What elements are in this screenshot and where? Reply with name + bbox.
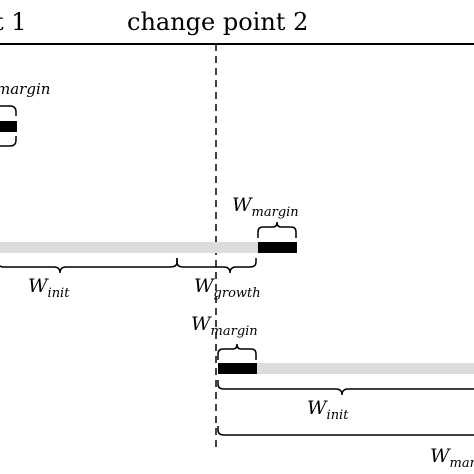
row3-outer-brace [217,426,474,436]
row2-growth-label: Wgrowth [194,275,261,301]
row1-margin-brace-bottom [0,136,17,147]
row2-margin-label: Wmargin [232,194,299,220]
row3-black-bar [218,363,257,374]
row2-grey-bar [0,242,258,253]
row1-black-bar [0,121,17,132]
change-point-2-label: change point 2 [127,8,308,36]
row2-init-brace [0,258,178,274]
row3-margin-brace [217,343,257,360]
row1-margin-label: margin [0,80,50,98]
row3-outer-label: Wmargin [430,445,474,471]
row2-margin-brace [257,221,297,238]
row3-init-label: Winit [307,397,349,423]
row3-init-brace [217,380,474,396]
change-point-1-label: t 1 [0,8,27,36]
row3-margin-label: Wmargin [191,313,258,339]
row1-margin-brace-top [0,105,17,116]
row3-grey-bar [257,363,474,374]
row2-init-label: Winit [28,275,70,301]
row2-growth-brace [176,258,257,274]
row2-black-bar [258,242,297,253]
